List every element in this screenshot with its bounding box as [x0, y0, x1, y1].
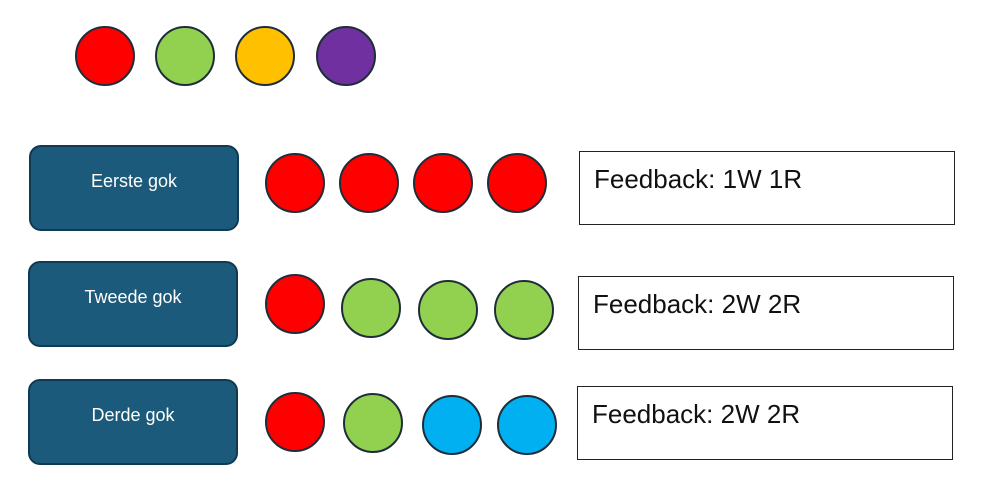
- guess-label-text: Tweede gok: [84, 287, 182, 307]
- feedback-box-3: Feedback: 2W 2R: [577, 386, 953, 460]
- guess-2-peg-2: [341, 278, 401, 338]
- guess-2-peg-4: [494, 280, 554, 340]
- guess-2-peg-1: [265, 274, 325, 334]
- guess-label-text: Eerste gok: [90, 171, 178, 191]
- feedback-text: Feedback: 2W 2R: [593, 289, 802, 319]
- guess-1-peg-2: [339, 153, 399, 213]
- guess-3-peg-1: [265, 392, 325, 452]
- guess-label-3: Derde gok: [28, 379, 238, 465]
- palette-peg-2: [155, 26, 215, 86]
- guess-3-peg-4: [497, 395, 557, 455]
- guess-3-peg-2: [343, 393, 403, 453]
- guess-3-peg-3: [422, 395, 482, 455]
- guess-2-peg-3: [418, 280, 478, 340]
- guess-label-1: Eerste gok: [29, 145, 239, 231]
- palette-peg-4: [316, 26, 376, 86]
- guess-1-peg-1: [265, 153, 325, 213]
- guess-label-text: Derde gok: [91, 405, 175, 425]
- feedback-box-1: Feedback: 1W 1R: [579, 151, 955, 225]
- guess-1-peg-3: [413, 153, 473, 213]
- palette-peg-3: [235, 26, 295, 86]
- guess-1-peg-4: [487, 153, 547, 213]
- feedback-text: Feedback: 1W 1R: [594, 164, 803, 194]
- palette-peg-1: [75, 26, 135, 86]
- guess-label-2: Tweede gok: [28, 261, 238, 347]
- feedback-box-2: Feedback: 2W 2R: [578, 276, 954, 350]
- feedback-text: Feedback: 2W 2R: [592, 399, 801, 429]
